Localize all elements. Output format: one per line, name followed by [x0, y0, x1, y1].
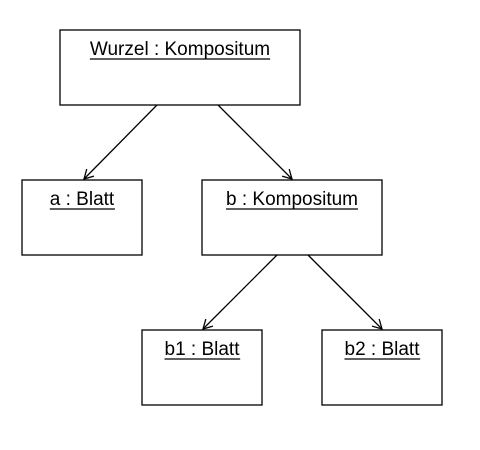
object-label: b : Kompositum — [226, 189, 358, 210]
object-box — [321, 329, 443, 406]
object-label: a : Blatt — [50, 189, 115, 210]
object-box — [141, 329, 263, 406]
link-b-to-b1 — [202, 254, 278, 330]
object-b1: b1 : Blatt — [141, 329, 263, 406]
link-wurzel-to-b — [217, 104, 293, 180]
link-b-to-b2 — [307, 254, 383, 330]
link-wurzel-to-a — [83, 104, 158, 180]
object-b: b : Kompositum — [201, 179, 383, 256]
object-label: Wurzel : Kompositum — [90, 39, 270, 60]
object-b2: b2 : Blatt — [321, 329, 443, 406]
object-a: a : Blatt — [21, 179, 143, 256]
object-box — [59, 29, 301, 106]
object-label: b1 : Blatt — [165, 339, 241, 360]
object-wurzel: Wurzel : Kompositum — [59, 29, 301, 106]
object-box — [201, 179, 383, 256]
object-box — [21, 179, 143, 256]
object-label: b2 : Blatt — [345, 339, 421, 360]
